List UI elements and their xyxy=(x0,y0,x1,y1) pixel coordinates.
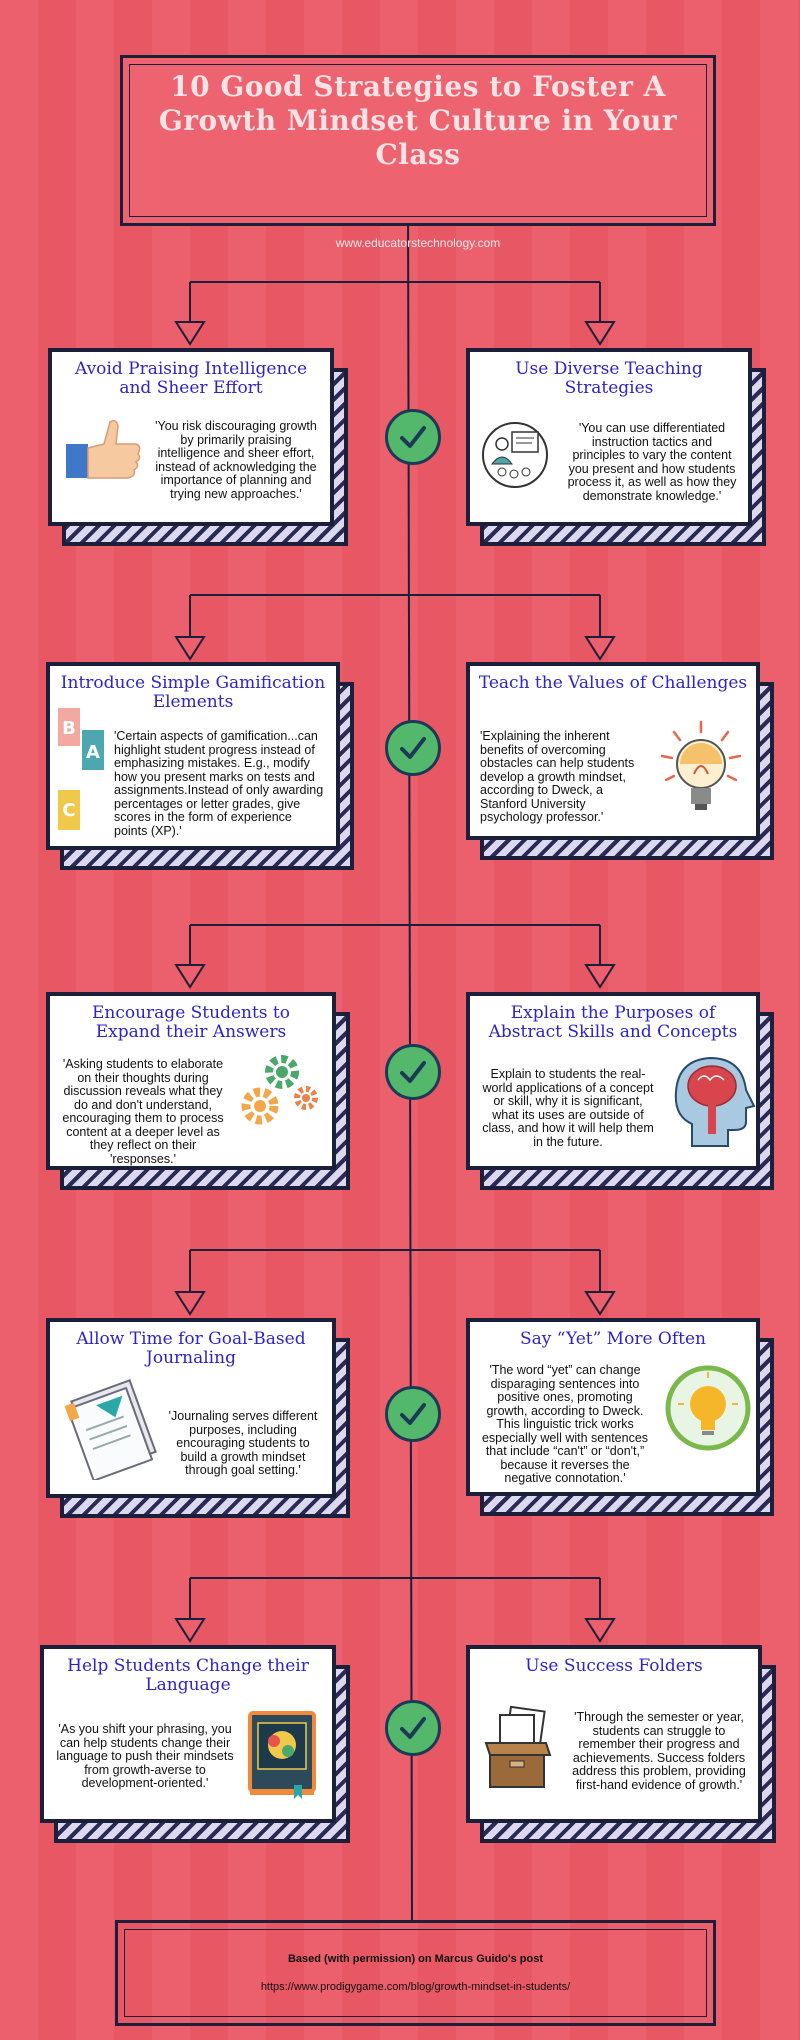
footer-url[interactable]: https://www.prodigygame.com/blog/growth-… xyxy=(260,1981,571,1993)
block-letter-b: B xyxy=(62,718,76,739)
strategy-card-3: Introduce Simple Gamification Elements B… xyxy=(46,662,354,870)
strategy-card-4: Teach the Values of Challenges 'Explaini… xyxy=(466,662,774,860)
book-icon xyxy=(248,1711,316,1799)
strategy-text: 'The word “yet” can change disparaging s… xyxy=(481,1363,649,1485)
bulb-circle-icon xyxy=(665,1365,751,1451)
page-title: 10 Good Strategies to Foster A Growth Mi… xyxy=(158,70,678,171)
strategy-card-7: Allow Time for Goal-Based Journaling 'Jo… xyxy=(46,1318,350,1518)
strategy-title: Introduce Simple Gamification Elements xyxy=(60,673,326,712)
strategy-text: 'Journaling serves different purposes, i… xyxy=(168,1409,318,1477)
strategy-text: 'As you shift your phrasing, you can hel… xyxy=(56,1722,234,1790)
strategy-text: Explain to students the real-world appli… xyxy=(482,1067,654,1149)
strategy-title: Allow Time for Goal-Based Journaling xyxy=(76,1329,306,1368)
title-banner: 10 Good Strategies to Foster A Growth Mi… xyxy=(120,55,716,250)
folder-box-icon xyxy=(484,1705,552,1788)
block-letter-a: A xyxy=(86,742,100,763)
thumbs-up-icon xyxy=(66,419,141,479)
gears-icon xyxy=(241,1055,318,1125)
strategy-title: Avoid Praising Intelligence and Sheer Ef… xyxy=(74,359,308,398)
strategy-title: Teach the Values of Challenges xyxy=(478,673,748,693)
teacher-board-icon xyxy=(482,422,548,488)
brain-head-icon xyxy=(674,1056,756,1147)
check-icon xyxy=(385,720,441,776)
strategy-text: 'You can use differentiated instruction … xyxy=(567,421,737,503)
check-icon xyxy=(385,1044,441,1100)
lightbulb-icon xyxy=(660,720,742,810)
strategy-text: 'Explaining the inherent benefits of ove… xyxy=(480,729,635,824)
strategy-card-1: Avoid Praising Intelligence and Sheer Ef… xyxy=(48,348,348,546)
strategy-title: Help Students Change their Language xyxy=(67,1656,309,1695)
strategy-card-2: Use Diverse Teaching Strategies 'You can… xyxy=(466,348,766,546)
strategy-card-5: Encourage Students to Expand their Answe… xyxy=(46,992,350,1190)
abc-blocks-icon: B A C xyxy=(58,708,104,830)
strategy-title: Use Diverse Teaching Strategies xyxy=(515,359,703,398)
journal-icon xyxy=(64,1379,157,1480)
website-label: www.educatorstechnology.com xyxy=(335,236,501,250)
footer-box: Based (with permission) on Marcus Guido'… xyxy=(115,1920,716,2026)
check-icon xyxy=(385,1386,441,1442)
strategy-title: Say “Yet” More Often xyxy=(520,1329,706,1349)
strategy-text: 'Certain aspects of gamification...can h… xyxy=(114,729,324,838)
check-icon xyxy=(385,1700,441,1756)
block-letter-c: C xyxy=(62,800,75,821)
footer-credit: Based (with permission) on Marcus Guido'… xyxy=(287,1953,544,1965)
strategy-title: Explain the Purposes of Abstract Skills … xyxy=(488,1003,738,1042)
strategy-card-6: Explain the Purposes of Abstract Skills … xyxy=(466,992,774,1190)
strategy-text: 'You risk discouraging growth by primari… xyxy=(155,419,317,501)
check-icon xyxy=(385,409,441,465)
strategy-card-8: Say “Yet” More Often 'The word “yet” can… xyxy=(466,1318,774,1516)
strategy-card-9: Help Students Change their Language 'As … xyxy=(40,1645,350,1843)
strategy-text: 'Through the semester or year, students … xyxy=(572,1710,746,1792)
strategy-card-10: Use Success Folders 'Through the semeste… xyxy=(466,1645,776,1843)
strategy-title: Use Success Folders xyxy=(525,1656,703,1676)
strategy-text: 'Asking students to elaborate on their t… xyxy=(62,1057,224,1166)
strategy-title: Encourage Students to Expand their Answe… xyxy=(91,1003,290,1042)
